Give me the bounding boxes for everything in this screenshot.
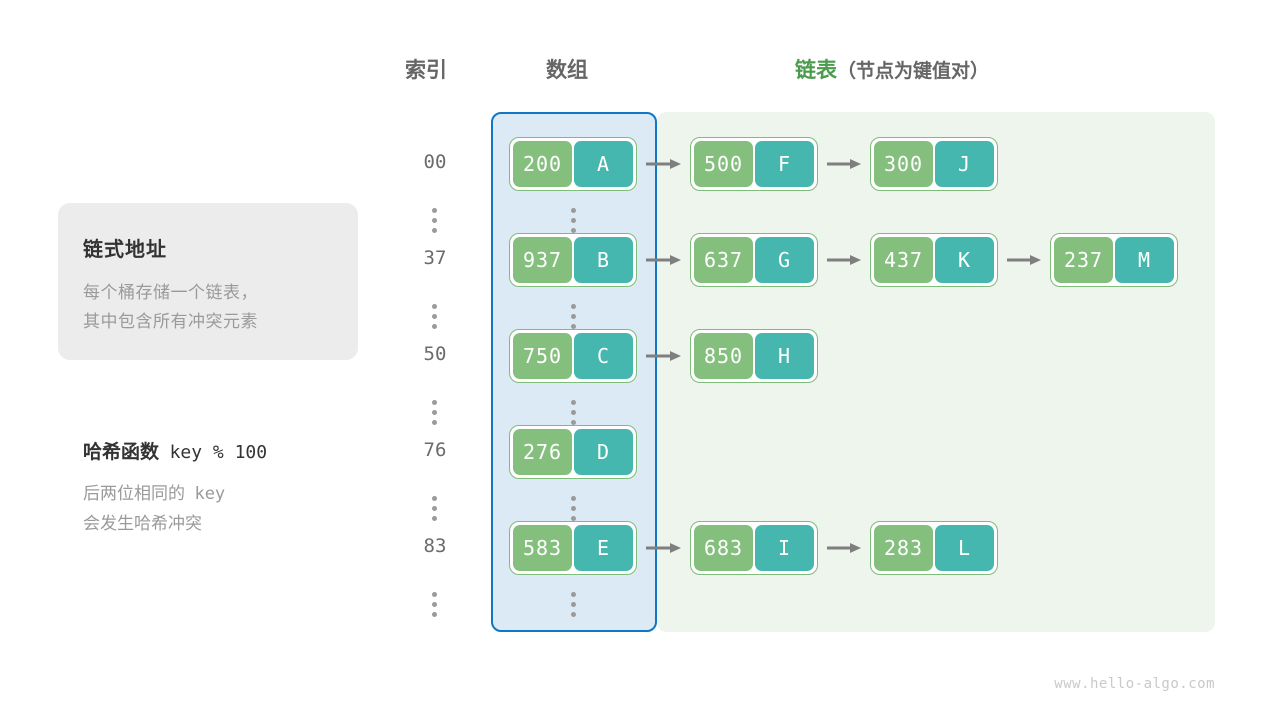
node-key: 583 [513, 525, 572, 571]
node-key: 276 [513, 429, 572, 475]
header-array: 数组 [546, 59, 588, 82]
node-value: D [574, 429, 633, 475]
header-index: 索引 [405, 59, 447, 82]
hash-function-body: 后两位相同的 key 会发生哈希冲突 [83, 479, 225, 539]
node-value: H [755, 333, 814, 379]
array-ellipsis [571, 208, 577, 233]
header-linked-list-sub: （节点为键值对） [837, 61, 990, 82]
bucket-index-label: 83 [423, 535, 447, 557]
info-card-body: 每个桶存储一个链表， 其中包含所有冲突元素 [83, 278, 258, 336]
array-ellipsis [571, 400, 577, 425]
index-ellipsis [432, 400, 438, 425]
info-card-line2: 其中包含所有冲突元素 [83, 312, 258, 331]
chain-arrow-icon [827, 541, 861, 555]
hash-function-line1-key: key [194, 484, 226, 504]
header-linked-list-main: 链表 [795, 59, 837, 82]
hash-function-expression: key % 100 [169, 442, 268, 463]
node-key: 283 [874, 525, 933, 571]
node-value: L [935, 525, 994, 571]
chain-arrow-icon [646, 253, 681, 267]
node-key: 300 [874, 141, 933, 187]
node-value: I [755, 525, 814, 571]
hash-function-title: 哈希函数 key % 100 [83, 437, 267, 464]
index-ellipsis [432, 496, 438, 521]
chain-arrow-icon [646, 157, 681, 171]
bucket-index-label: 76 [423, 439, 447, 461]
node-value: G [755, 237, 814, 283]
node-value: J [935, 141, 994, 187]
array-ellipsis [571, 304, 577, 329]
chain-arrow-icon [646, 349, 681, 363]
bucket-index-label: 50 [423, 343, 447, 365]
chain-arrow-icon [646, 541, 681, 555]
node-key: 437 [874, 237, 933, 283]
chain-arrow-icon [1007, 253, 1041, 267]
array-ellipsis [571, 496, 577, 521]
index-ellipsis [432, 304, 438, 329]
node-value: K [935, 237, 994, 283]
info-card-title: 链式地址 [83, 239, 167, 261]
index-ellipsis [432, 208, 438, 233]
node-key: 237 [1054, 237, 1113, 283]
node-key: 750 [513, 333, 572, 379]
index-ellipsis [432, 592, 438, 617]
hash-function-line2: 会发生哈希冲突 [83, 514, 202, 533]
node-key: 850 [694, 333, 753, 379]
node-key: 637 [694, 237, 753, 283]
bucket-index-label: 00 [423, 151, 447, 173]
node-value: F [755, 141, 814, 187]
info-card-line1: 每个桶存储一个链表， [83, 283, 258, 302]
info-card [58, 203, 358, 360]
node-value: B [574, 237, 633, 283]
node-value: E [574, 525, 633, 571]
chain-arrow-icon [827, 157, 861, 171]
node-key: 500 [694, 141, 753, 187]
hash-function-line1-text: 后两位相同的 [83, 484, 185, 503]
hash-function-label: 哈希函数 [83, 442, 160, 463]
watermark: www.hello-algo.com [1054, 676, 1215, 692]
chain-arrow-icon [827, 253, 861, 267]
node-value: A [574, 141, 633, 187]
hash-function-line1: 后两位相同的 key [83, 479, 225, 509]
header-linked-list: 链表（节点为键值对） [795, 54, 989, 84]
node-value: C [574, 333, 633, 379]
node-key: 937 [513, 237, 572, 283]
node-key: 683 [694, 525, 753, 571]
bucket-index-label: 37 [423, 247, 447, 269]
array-ellipsis [571, 592, 577, 617]
node-value: M [1115, 237, 1174, 283]
node-key: 200 [513, 141, 572, 187]
